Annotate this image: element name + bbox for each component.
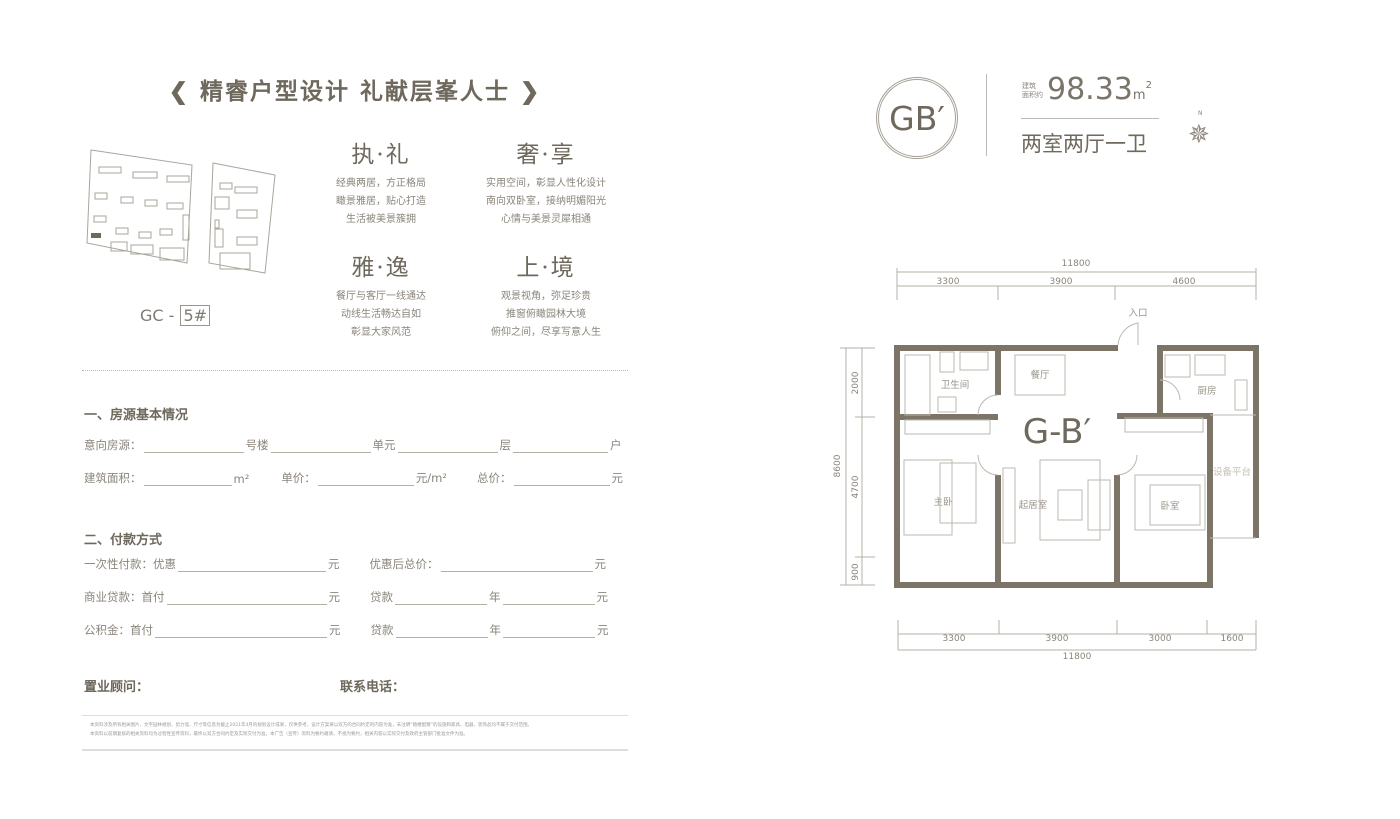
dim-label: 4700	[851, 475, 861, 498]
dim-label: 2000	[851, 371, 861, 394]
commercial-downpayment-field[interactable]	[166, 593, 327, 605]
form-row: 公积金：首付元贷款年元	[84, 623, 609, 638]
discounted-total-field[interactable]	[440, 560, 593, 572]
commercial-loan-amount-field[interactable]	[502, 593, 595, 605]
ornament-left-icon: ❮	[168, 78, 190, 105]
area-field[interactable]	[143, 474, 232, 486]
total-price-field[interactable]	[513, 474, 610, 486]
dim-label: 8600	[833, 454, 843, 477]
form-row: 一次性付款：优惠元优惠后总价：元	[84, 557, 606, 572]
dim-label: 11800	[1063, 652, 1092, 662]
dim-label: 4600	[1173, 277, 1196, 287]
divider	[1021, 118, 1159, 119]
room-label: 起居室	[1019, 499, 1048, 511]
fund-loan-years-field[interactable]	[395, 626, 488, 638]
room-label: 卧室	[1160, 500, 1179, 512]
dim-label: 1600	[1221, 634, 1244, 644]
dim-label: 11800	[1062, 259, 1091, 269]
compass-icon: ✵N	[1188, 110, 1210, 150]
room-label: 设备平台	[1213, 466, 1251, 478]
building-label: GC -5#	[140, 305, 211, 326]
disclaimer: 本资料涉及所有相关图片、文字园林规划、剪力墙、尺寸等信息为截止2021年4月的规…	[82, 715, 628, 751]
layout-type: 两室两厅一卫	[1021, 132, 1147, 156]
form-row: 商业贷款：首付元贷款年元	[84, 590, 608, 605]
dim-label: 3900	[1046, 634, 1069, 644]
page-title: ❮ 精睿户型设计 礼献层峯人士 ❯	[160, 72, 550, 106]
building-field[interactable]	[143, 441, 244, 453]
room-label: 餐厅	[1030, 369, 1050, 381]
feature-block: 执·礼经典两居，方正格局瞰景雅居，贴心打造生活被美景簇拥	[336, 142, 426, 225]
fund-downpayment-field[interactable]	[155, 626, 327, 638]
dim-label: 3900	[1050, 277, 1073, 287]
site-plan-map	[86, 149, 276, 274]
dim-label: 3300	[943, 634, 966, 644]
plan-name: G-B′	[1023, 412, 1091, 452]
feature-block: 上·境观景视角，弥足珍贵推窗俯瞰园林大境俯仰之间，尽享写意人生	[491, 255, 601, 338]
room-label: 厨房	[1197, 385, 1216, 397]
room-label: 主卧	[933, 496, 953, 508]
unit-field[interactable]	[270, 441, 371, 453]
room-label: 卫生间	[941, 379, 970, 391]
section-heading: 一、房源基本情况	[84, 408, 189, 423]
commercial-loan-years-field[interactable]	[395, 593, 487, 605]
discount-field[interactable]	[178, 560, 326, 572]
floor-field[interactable]	[397, 441, 498, 453]
entrance-label: 入口	[1128, 308, 1147, 319]
ornament-right-icon: ❯	[520, 78, 542, 105]
divider	[82, 370, 628, 371]
feature-block: 奢·享实用空间，彰显人性化设计南向双卧室，接纳明媚阳光心情与美景灵犀相通	[486, 142, 606, 225]
advisor-label: 置业顾问：	[84, 680, 150, 695]
unit-type-badge: GB′	[876, 77, 958, 159]
dimension-lines	[840, 268, 1257, 651]
dim-label: 3000	[1149, 634, 1172, 644]
dim-label: 3300	[937, 277, 960, 287]
divider	[986, 74, 987, 156]
walls	[894, 345, 1259, 588]
feature-block: 雅·逸餐厅与客厅一线通达动线生活畅达自如彰显大家风范	[336, 255, 426, 338]
fund-loan-amount-field[interactable]	[503, 626, 595, 638]
room-field[interactable]	[513, 441, 608, 453]
phone-label: 联系电话：	[340, 680, 406, 695]
dim-label: 900	[851, 563, 861, 580]
section-heading: 二、付款方式	[84, 533, 163, 548]
unit-price-field[interactable]	[317, 474, 414, 486]
building-number-badge: 5#	[180, 305, 211, 326]
area-value: 98.33m2	[1047, 72, 1152, 107]
title-text: 精睿户型设计 礼献层峯人士	[199, 78, 510, 105]
area-label: 建筑面积约	[1022, 82, 1043, 99]
form-row: 意向房源：号楼单元层户	[84, 438, 622, 453]
